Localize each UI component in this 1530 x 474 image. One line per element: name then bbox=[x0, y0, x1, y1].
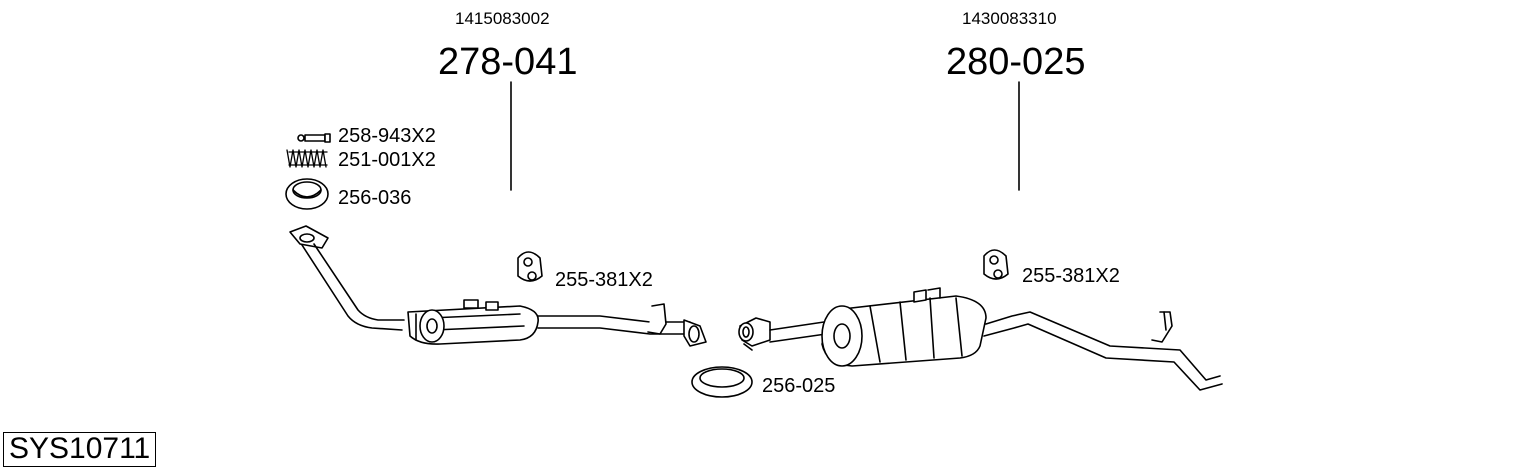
part-label-gasket-front: 256-036 bbox=[338, 187, 412, 209]
part-number-rear-muffler: 280-025 bbox=[946, 41, 1086, 83]
bolt-icon bbox=[297, 133, 331, 143]
gasket-ring-icon bbox=[691, 366, 753, 398]
part-label-hanger-rear: 255-381X2 bbox=[1022, 265, 1120, 287]
oe-number-front: 1415083002 bbox=[455, 9, 550, 28]
gasket-ring-icon bbox=[285, 178, 329, 210]
part-label-gasket-mid: 256-025 bbox=[762, 375, 836, 397]
rear-muffler-icon bbox=[821, 287, 987, 367]
rubber-hanger-icon bbox=[517, 251, 543, 282]
system-code-box: SYS10711 bbox=[3, 432, 157, 467]
rubber-hanger-icon bbox=[983, 249, 1009, 280]
part-number-front-muffler: 278-041 bbox=[438, 41, 578, 83]
spring-icon bbox=[286, 149, 328, 168]
part-label-bolt: 258-943X2 bbox=[338, 125, 436, 147]
front-flange-icon bbox=[289, 225, 329, 249]
tail-pipe-icon bbox=[983, 311, 1223, 391]
part-label-spring: 251-001X2 bbox=[338, 149, 436, 171]
front-pipe-icon bbox=[301, 243, 405, 331]
front-muffler-icon bbox=[407, 299, 539, 345]
part-label-hanger-front: 255-381X2 bbox=[555, 269, 653, 291]
rear-inlet-pipe-icon bbox=[738, 317, 827, 351]
intermediate-pipe-icon bbox=[537, 303, 707, 347]
oe-number-rear: 1430083310 bbox=[962, 9, 1057, 28]
